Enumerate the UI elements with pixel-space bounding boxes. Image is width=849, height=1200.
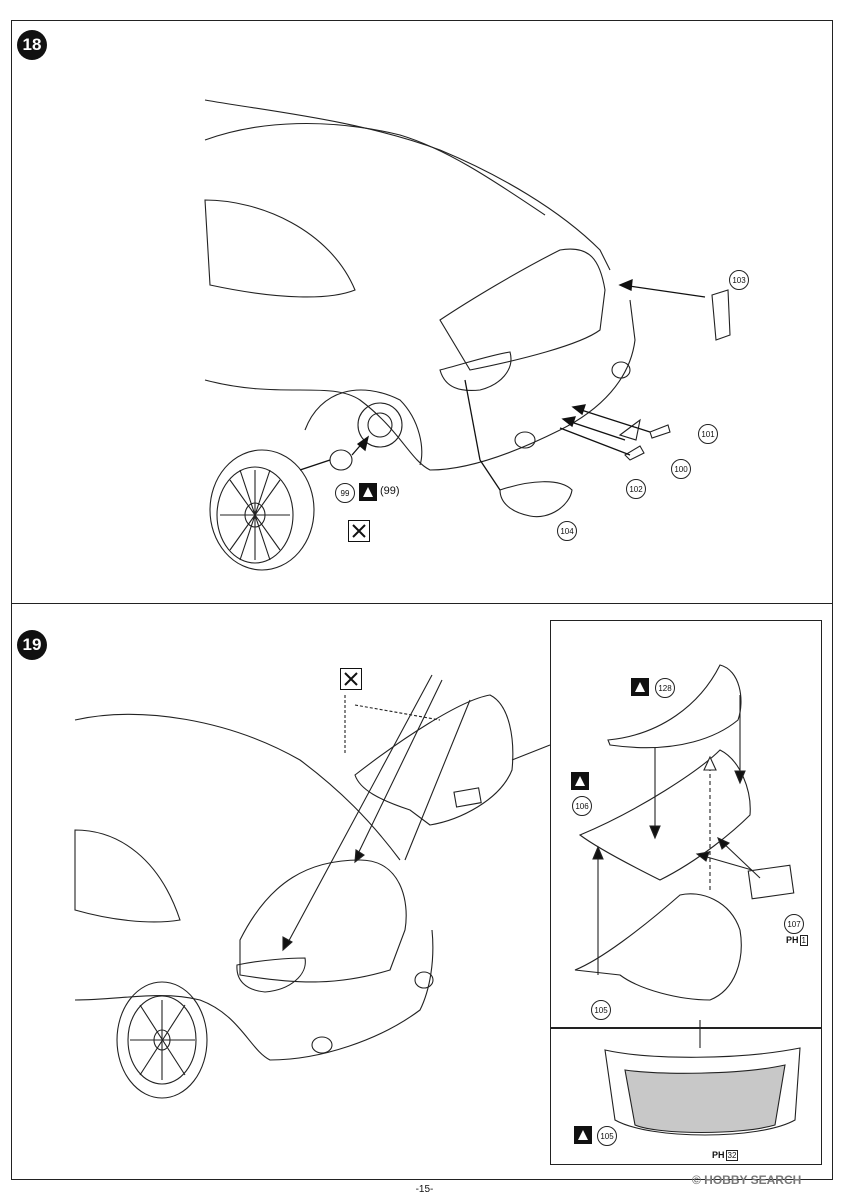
callout-99: 99 [335,483,355,503]
car18-wheelarch [304,389,423,466]
callout-104: 104 [557,521,577,541]
car19-taillight [236,957,306,993]
callout-105-lower: 105 [597,1126,617,1146]
callout-103: 103 [729,270,749,290]
callout-102: 102 [626,479,646,499]
part99-spacer [329,449,353,471]
trunk-underside-view [604,1047,801,1136]
ph32-number: 32 [725,1150,739,1161]
part106-trunklid [578,749,751,881]
watermark: © HOBBY SEARCH [692,1173,802,1187]
part101-shape [649,424,671,439]
car19-rear [74,929,434,1061]
car18-window [204,199,356,298]
part102-shape [624,445,645,461]
trunklid-assembly [354,694,514,826]
page-frame [11,20,833,1180]
callout-101: 101 [698,424,718,444]
callout-128: 128 [655,678,675,698]
page-number: -15- [415,1184,434,1195]
car18-hub [357,402,403,448]
callout-100: 100 [671,459,691,479]
car19-window [74,829,181,923]
part103-shape [711,289,731,341]
step-divider [11,603,833,604]
no-cement-icon [348,520,370,542]
detail-panel-upper [550,620,822,1028]
car18-roof-inner [204,122,546,216]
step-18-badge: 18 [17,30,47,60]
car19-roof [74,713,401,861]
paren-99: (99) [380,485,400,497]
car18-trunk [439,248,606,371]
no-cement-icon [340,668,362,690]
car18-taillight [439,351,512,392]
part100-shape [618,418,641,441]
cement-symbol-icon [574,1126,592,1144]
car18-rear [204,299,636,471]
part104-shape [499,481,573,518]
cement-symbol-icon [631,678,649,696]
wheel18-tire [209,449,315,571]
ph32-prefix: PH [712,1150,725,1160]
ph1-prefix: PH [786,935,799,945]
callout-106: 106 [572,796,592,816]
step-19-badge: 19 [17,630,47,660]
cement-symbol-icon [571,772,589,790]
wheel19-tire [116,981,208,1099]
callout-107: 107 [784,914,804,934]
car19-exhaust [311,971,434,1054]
car18-roof [204,99,611,271]
car18-exhaust [514,361,631,449]
ph1-number: 1 [799,935,808,946]
car19-trunk-open [239,859,407,983]
arrow-103 [621,284,706,298]
part128-spoiler [607,664,742,749]
cement-symbol-icon [359,483,377,501]
detail-panel-lower [550,1028,822,1165]
part107-plate [747,864,795,900]
part105-liner [574,893,742,1001]
callout-105: 105 [591,1000,611,1020]
